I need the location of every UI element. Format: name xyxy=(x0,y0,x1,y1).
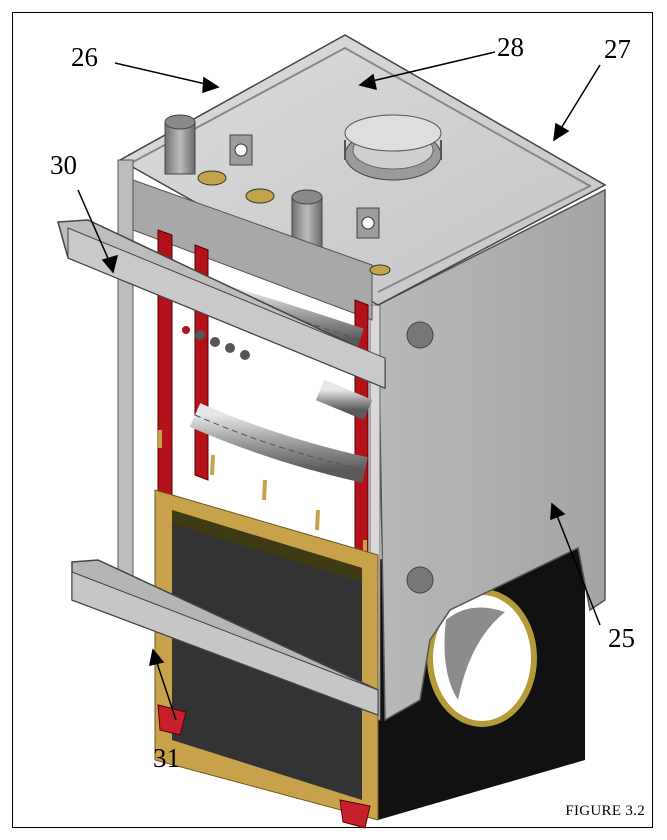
top-rim xyxy=(132,46,593,293)
manifold-port xyxy=(197,170,227,186)
top-vent-ring xyxy=(344,140,442,160)
foot-bracket xyxy=(339,799,371,829)
manifold-port xyxy=(369,264,391,276)
foot-bracket xyxy=(157,704,187,736)
bracket-hole xyxy=(234,143,248,157)
lower-front-panel-face xyxy=(71,571,379,716)
header-manifold xyxy=(132,179,373,321)
callout-31: 31 xyxy=(153,743,180,773)
panel-holes xyxy=(182,326,250,360)
bracket-hole xyxy=(361,216,375,230)
callout-26: 26 xyxy=(71,42,98,72)
leader-lines xyxy=(77,51,601,721)
chamber-top-strip xyxy=(172,510,362,582)
supply-pipe-top xyxy=(164,114,196,130)
panel-hole xyxy=(406,321,434,349)
upper-front-panel-face xyxy=(67,227,386,389)
flue-outlet-inner xyxy=(444,607,505,700)
top-vent-rim xyxy=(344,114,442,152)
return-pipe-top xyxy=(291,189,323,205)
supply-pipe xyxy=(164,121,196,175)
callout-30: 30 xyxy=(50,150,77,180)
manifold-port xyxy=(245,188,275,204)
burner-pins xyxy=(158,430,367,560)
callout-28: 28 xyxy=(497,32,524,62)
callout-27: 27 xyxy=(604,34,631,64)
figure-caption: FIGURE 3.2 xyxy=(565,803,645,819)
callout-25: 25 xyxy=(608,623,635,653)
panel-hole xyxy=(406,566,434,594)
side-panel xyxy=(377,188,606,722)
left-frame-rail xyxy=(117,159,134,581)
